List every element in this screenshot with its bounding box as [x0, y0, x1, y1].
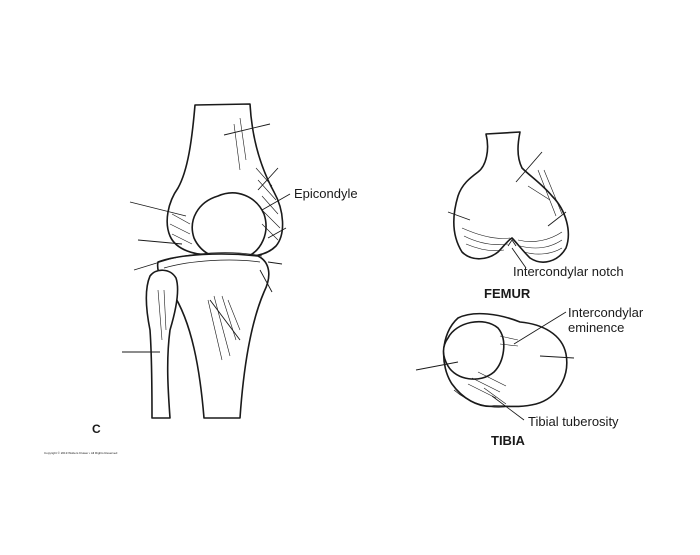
tibia-proximal-end	[415, 311, 575, 421]
tibia-leader-right	[539, 355, 575, 359]
joint-line	[159, 252, 263, 263]
intercondylar-eminence-label-2: eminence	[568, 320, 624, 335]
tibia-title: TIBIA	[491, 433, 526, 448]
epicondyle-label: Epicondyle	[294, 186, 358, 201]
intercondylar-notch-label: Intercondylar notch	[513, 264, 624, 279]
femur-title: FEMUR	[484, 286, 531, 301]
knee-shading	[157, 117, 281, 361]
femur-distal-end	[447, 131, 570, 269]
femur-leader-1	[515, 151, 543, 183]
tibia-shading	[467, 335, 519, 405]
notch-arrow	[507, 239, 517, 247]
notch-leader	[511, 247, 527, 269]
panel-letter: C	[92, 422, 101, 436]
tibia-rim	[453, 389, 511, 408]
femur-shading	[461, 169, 563, 255]
tuberosity-leader	[491, 395, 525, 421]
fibula-bone	[145, 269, 179, 419]
knee-leader-lines	[122, 123, 291, 353]
intercondylar-eminence-label-1: Intercondylar	[568, 305, 644, 320]
copyright-text: Copyright © 2019 Wolters Kluwer • All Ri…	[44, 451, 118, 455]
patella	[191, 192, 267, 261]
femur-outline	[453, 131, 570, 263]
femur-leader-2	[447, 211, 471, 221]
tibia-leader-left	[415, 361, 459, 371]
eminence-leader	[513, 311, 567, 345]
femur-leader-3	[547, 211, 567, 227]
joint-line-2	[163, 259, 261, 269]
knee-joint-illustration	[145, 103, 284, 419]
intercondylar-eminence-shape	[442, 320, 505, 380]
tibial-tuberosity-label: Tibial tuberosity	[528, 414, 619, 429]
